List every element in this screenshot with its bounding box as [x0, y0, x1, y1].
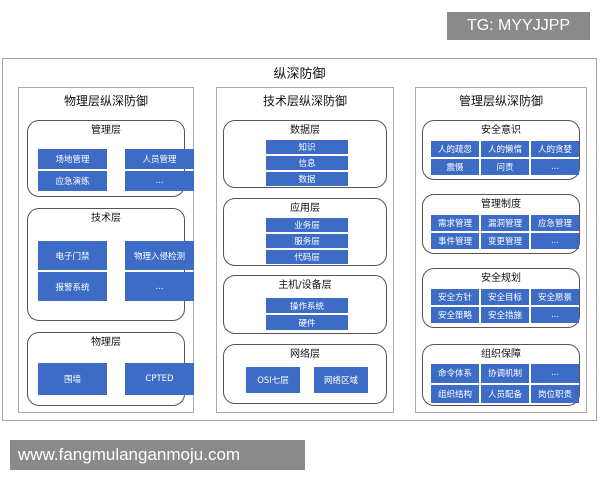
column-title: 管理层纵深防御 [458, 94, 543, 108]
layer-title: 管理制度 [481, 199, 521, 210]
component-box: 信息 [266, 156, 348, 170]
layer-group: 物理层围墙 CPTED [27, 332, 194, 406]
component-box: ... [125, 272, 194, 301]
component-box: 变更管理 [481, 233, 529, 249]
layer-title: 安全意识 [481, 125, 521, 136]
component-box: 安全策略 [431, 307, 479, 323]
component-box: 报警系统 [38, 272, 107, 301]
component-box: 人员管理 [125, 149, 194, 169]
component-box: 应急管理 [531, 215, 579, 231]
component-box: 人的疏忽 [431, 141, 479, 157]
layer-title: 主机/设备层 [278, 280, 332, 291]
layer-title: 管理层 [91, 125, 121, 136]
layer-group: 管理层场地管理人员管理应急演练... [27, 120, 194, 197]
diagram-title: 纵深防御 [273, 67, 326, 82]
column-title: 技术层纵深防御 [262, 94, 347, 108]
component-box: 电子门禁 [38, 241, 107, 270]
layer-group: 组织保障命令体系协调机制... 组织结构人员配备岗位职责 [422, 344, 580, 406]
column-2: 技术层纵深防御数据层知识信息数据应用层业务层服务层代码层主机/设备层操作系统硬件… [216, 87, 394, 413]
component-box: 网络区域 [314, 367, 368, 393]
component-box: ... [125, 171, 194, 191]
component-box: 知识 [266, 140, 348, 154]
layer-group: 主机/设备层操作系统硬件 [223, 275, 387, 334]
component-box: 人的懒惰 [481, 141, 529, 157]
layer-title: 网络层 [290, 349, 320, 360]
component-box: OSI七层 [246, 367, 300, 393]
defense-in-depth-diagram: 纵深防御 物理层纵深防御管理层场地管理人员管理应急演练...技术层电子门禁物理入… [2, 58, 597, 421]
watermark-bottom: www.fangmulanganmoju.com [10, 440, 305, 470]
component-box: ... [531, 364, 579, 383]
component-box: 人员配备 [481, 384, 529, 403]
component-box: 安全方针 [431, 289, 479, 305]
component-box: 数据 [266, 172, 348, 186]
column-title: 物理层纵深防御 [63, 94, 148, 108]
layer-group: 网络层 OSI七层网络区域 [223, 344, 387, 404]
component-box: CPTED [125, 363, 194, 395]
layer-group: 安全规划安全方针安全目标安全愿景安全策略安全措施... [422, 268, 580, 328]
component-box: 漏洞管理 [481, 215, 529, 231]
component-box: ... [531, 159, 579, 175]
layer-title: 技术层 [91, 213, 121, 224]
layer-group: 安全意识人的疏忽人的懒惰人的贪婪震慑问责... [422, 120, 580, 180]
component-box: 协调机制 [481, 364, 529, 383]
column-1: 物理层纵深防御管理层场地管理人员管理应急演练...技术层电子门禁物理入侵检测报警… [18, 87, 194, 413]
component-box: 安全愿景 [531, 289, 579, 305]
component-box: 硬件 [266, 315, 348, 330]
layer-group: 应用层业务层服务层代码层 [223, 198, 387, 266]
component-box: 人的贪婪 [531, 141, 579, 157]
layer-title: 组织保障 [481, 349, 521, 360]
layer-group: 数据层知识信息数据 [223, 120, 387, 188]
component-box: 场地管理 [38, 149, 107, 169]
layer-title: 安全规划 [481, 273, 521, 284]
column-3: 管理层纵深防御安全意识人的疏忽人的懒惰人的贪婪震慑问责...管理制度需求管理漏洞… [415, 87, 587, 413]
component-box: 事件管理 [431, 233, 479, 249]
layer-group: 技术层电子门禁物理入侵检测报警系统... [27, 208, 194, 321]
layer-title: 应用层 [290, 203, 320, 214]
component-box: 应急演练 [38, 171, 107, 191]
layer-group: 管理制度需求管理漏洞管理应急管理事件管理变更管理... [422, 194, 580, 254]
layer-title: 数据层 [290, 125, 320, 136]
component-box: 需求管理 [431, 215, 479, 231]
component-box: 震慑 [431, 159, 479, 175]
component-box: 岗位职责 [531, 384, 579, 403]
component-box: 安全措施 [481, 307, 529, 323]
component-box: 组织结构 [431, 384, 479, 403]
component-box: 安全目标 [481, 289, 529, 305]
component-box: 命令体系 [431, 364, 479, 383]
component-box: ... [531, 307, 579, 323]
watermark-top: TG: MYYJJPP [447, 12, 590, 40]
component-box: 围墙 [38, 363, 107, 395]
component-box: 代码层 [266, 250, 348, 264]
component-box: 问责 [481, 159, 529, 175]
component-box: 业务层 [266, 218, 348, 232]
component-box: 服务层 [266, 234, 348, 248]
layer-title: 物理层 [91, 337, 121, 348]
component-box: 操作系统 [266, 298, 348, 313]
component-box: ... [531, 233, 579, 249]
component-box: 物理入侵检测 [125, 241, 194, 270]
